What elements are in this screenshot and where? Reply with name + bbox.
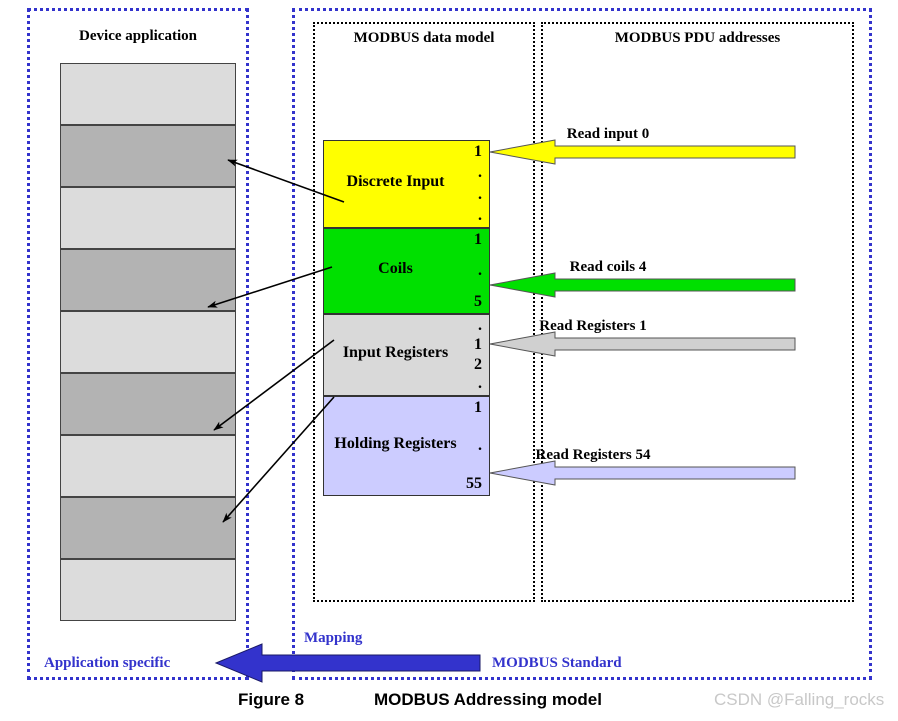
modbus-pdu-addresses-box [541,22,854,602]
address-value: . [478,437,482,454]
address-value: 1 [474,143,482,160]
figure-number: Figure 8 [238,690,305,709]
address-value: 55 [466,475,482,492]
device-application-bar [60,311,236,373]
address-value: 1 [474,231,482,248]
read-arrow-label: Read Registers 1 [539,318,647,334]
device-application-bar [60,435,236,497]
address-value: 5 [474,293,482,310]
read-arrow-label: Read Registers 54 [535,447,651,463]
modbus-data-model-title: MODBUS data model [353,30,495,46]
data-model-block [323,396,490,496]
application-specific-label: Application specific [44,655,171,671]
address-value: . [478,164,482,182]
address-value: . [478,317,482,334]
address-value: 1 [474,399,482,416]
read-arrow-label: Read coils 4 [569,259,647,275]
device-application-bar [60,63,236,125]
modbus-standard-label: MODBUS Standard [492,655,622,671]
watermark-text: CSDN @Falling_rocks [714,690,885,709]
device-application-bar [60,125,236,187]
device-application-bar [60,373,236,435]
address-value: . [478,206,482,224]
address-value: . [478,185,482,203]
address-value: 2 [474,355,482,373]
device-application-bar [60,249,236,311]
device-application-bar [60,187,236,249]
device-application-title: Device application [79,28,197,44]
data-model-block-addresses: 1... [448,144,482,224]
data-model-block [323,228,490,314]
figure-title: MODBUS Addressing model [374,690,602,709]
data-model-block-label: Discrete Input [346,173,445,190]
mapping-label: Mapping [304,630,363,646]
data-model-block-label: Coils [378,260,413,277]
address-value: . [478,374,482,392]
modbus-data-model-box [313,22,535,602]
data-model-block [323,314,490,396]
data-model-block [323,140,490,228]
data-model-block-label: Holding Registers [334,435,457,452]
read-arrow-label: Read input 0 [566,126,650,142]
device-application-bar [60,559,236,621]
device-application-bar [60,497,236,559]
data-model-block-addresses: 1.55 [448,400,482,492]
address-value: 1 [474,336,482,354]
modbus-pdu-addresses-title: MODBUS PDU addresses [614,30,781,46]
data-model-block-addresses: 1.5 [448,232,482,310]
data-model-block-label: Input Registers [342,344,449,361]
address-value: . [478,262,482,279]
